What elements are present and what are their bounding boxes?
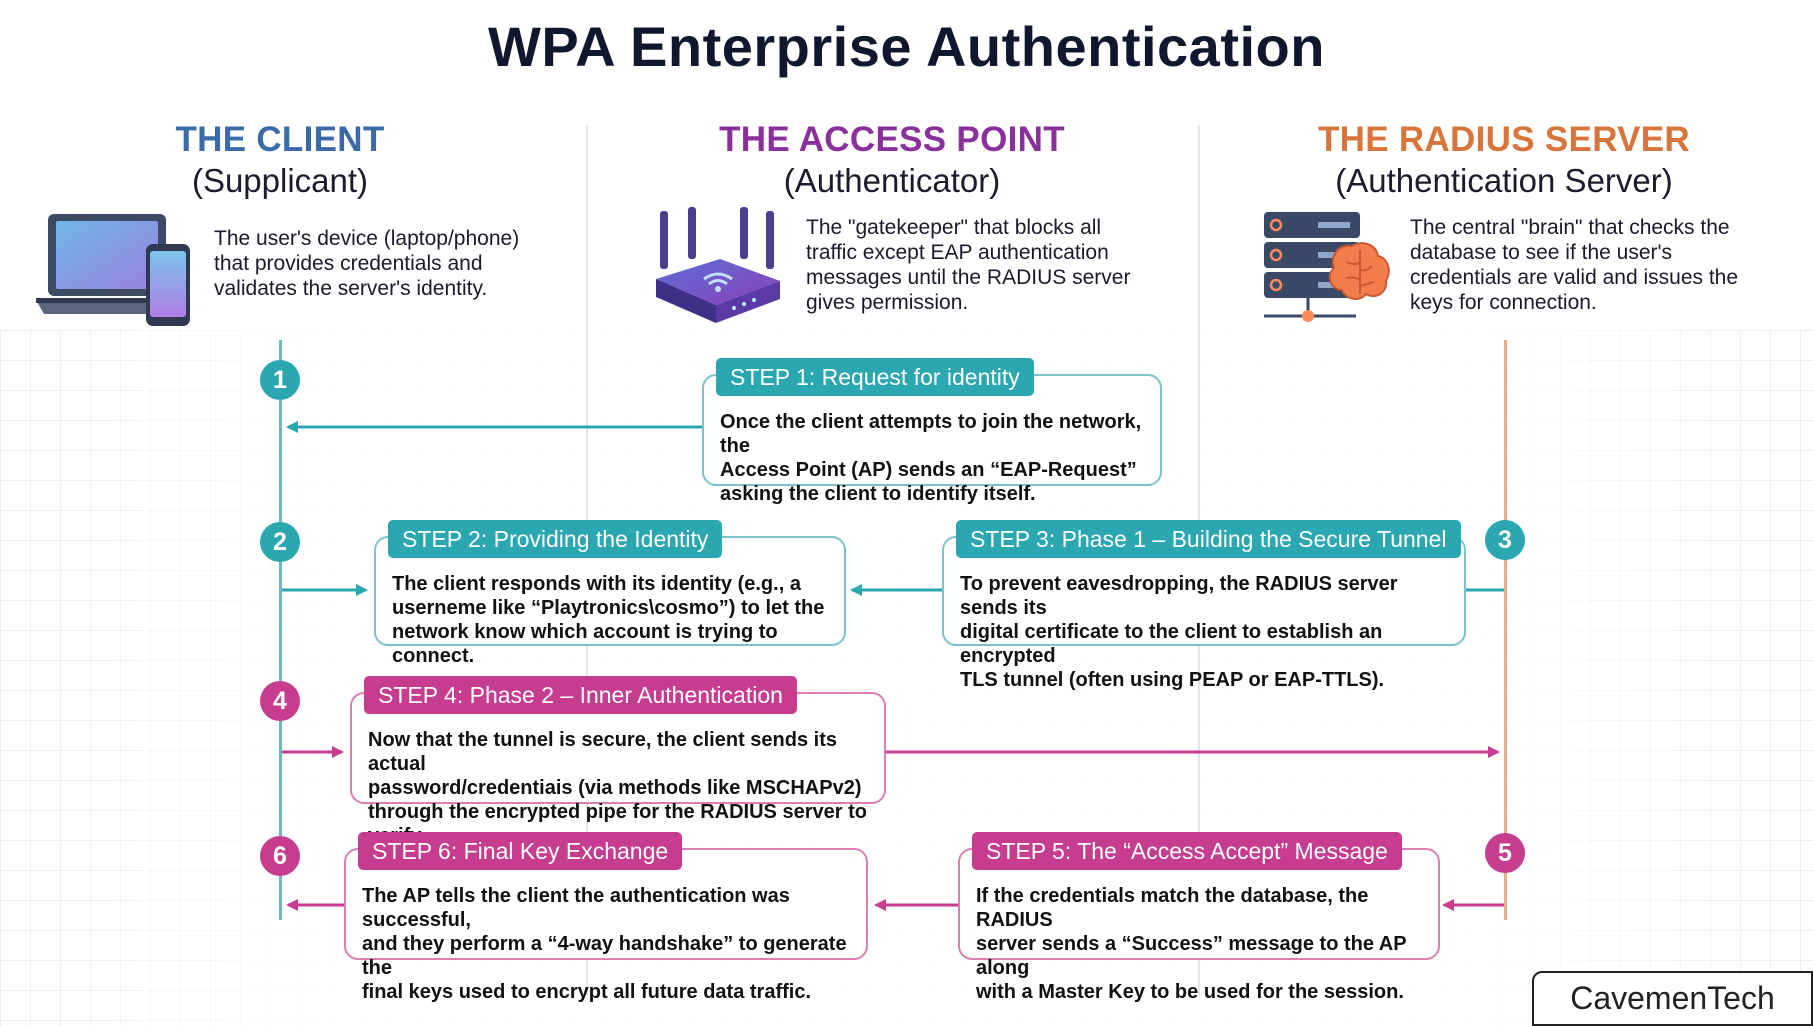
step6-text: The AP tells the client the authenticati… (362, 884, 854, 1004)
step-number-3: 3 (1485, 520, 1525, 560)
client-lane (279, 340, 282, 920)
ap-heading: THE ACCESS POINT (719, 120, 1065, 159)
step5-box: STEP 5: The “Access Accept” Message If t… (958, 832, 1440, 1003)
step3-text-line: TLS tunnel (often using PEAP or EAP-TTLS… (960, 669, 1385, 691)
client-description-line: that provides credentials and (214, 252, 483, 275)
step6-text-line: final keys used to encrypt all future da… (362, 981, 812, 1003)
step3-box: STEP 3: Phase 1 – Building the Secure Tu… (942, 520, 1466, 691)
client-description: The user's device (laptop/phone) that pr… (214, 226, 519, 301)
step5-text-line: If the credentials match the database, t… (976, 885, 1369, 931)
ap-description-line: messages until the RADIUS server (806, 266, 1131, 289)
ap-description: The "gatekeeper" that blocks all traffic… (806, 215, 1130, 315)
step3-text-line: To prevent eavesdropping, the RADIUS ser… (960, 573, 1398, 619)
step5-label: STEP 5: The “Access Accept” Message (972, 832, 1402, 870)
step4-label: STEP 4: Phase 2 – Inner Authentication (364, 676, 797, 714)
step1-text-line: Access Point (AP) sends an “EAP-Request” (720, 459, 1137, 481)
radius-description-line: keys for connection. (1410, 291, 1597, 314)
ap-description-line: traffic except EAP authentication (806, 241, 1109, 264)
step1-box: STEP 1: Request for identity Once the cl… (702, 358, 1162, 505)
step2-text-line: userneme like “Playtronics\cosmo”) to le… (392, 597, 825, 619)
page-title: WPA Enterprise Authentication (488, 15, 1325, 78)
step1-text-line: asking the client to identify itself. (720, 483, 1036, 505)
step4-box: STEP 4: Phase 2 – Inner Authentication N… (350, 676, 886, 847)
ap-column-header: THE ACCESS POINT (Authenticator) (632, 120, 1152, 200)
radius-description-line: credentials are valid and issues the (1410, 266, 1739, 289)
step6-label: STEP 6: Final Key Exchange (358, 832, 683, 870)
step3-text-line: digital certificate to the client to est… (960, 621, 1383, 667)
step6-text-line: and they perform a “4-way handshake” to … (362, 933, 847, 979)
step-number-6: 6 (260, 836, 300, 876)
step6-text-line: The AP tells the client the authenticati… (362, 885, 790, 931)
step-number-4: 4 (260, 681, 300, 721)
step2-text: The client responds with its identity (e… (392, 572, 832, 668)
step5-text-line: with a Master Key to be used for the ses… (976, 981, 1404, 1003)
step3-text: To prevent eavesdropping, the RADIUS ser… (960, 572, 1452, 692)
step4-text: Now that the tunnel is secure, the clien… (368, 728, 872, 848)
laptop-phone-icon (36, 214, 190, 326)
wifi-router-icon (656, 207, 780, 323)
step3-label: STEP 3: Phase 1 – Building the Secure Tu… (956, 520, 1461, 558)
step-number-5: 5 (1485, 833, 1525, 873)
step2-box: STEP 2: Providing the Identity The clien… (374, 520, 846, 667)
client-heading: THE CLIENT (175, 120, 385, 159)
radius-lane (1504, 340, 1507, 920)
client-description-line: validates the server's identity. (214, 277, 488, 300)
step4-text-line: Now that the tunnel is secure, the clien… (368, 729, 837, 775)
step2-text-line: The client responds with its identity (e… (392, 573, 801, 595)
client-column-header: THE CLIENT (Supplicant) (20, 120, 540, 200)
radius-subheading: (Authentication Server) (1335, 162, 1673, 199)
ap-description-line: gives permission. (806, 291, 969, 314)
step1-text: Once the client attempts to join the net… (720, 410, 1148, 506)
radius-heading: THE RADIUS SERVER (1317, 120, 1691, 159)
ap-description-line: The "gatekeeper" that blocks all (806, 216, 1102, 239)
radius-description: The central "brain" that checks the data… (1410, 215, 1738, 315)
step5-text: If the credentials match the database, t… (976, 884, 1426, 1004)
step2-label: STEP 2: Providing the Identity (388, 520, 723, 558)
client-subheading: (Supplicant) (191, 162, 369, 199)
step2-text-line: network know which account is trying to … (392, 621, 778, 667)
client-description-line: The user's device (laptop/phone) (214, 227, 520, 250)
server-brain-icon (1264, 212, 1390, 322)
step-number-1: 1 (260, 360, 300, 400)
step5-text-line: server sends a “Success” message to the … (976, 933, 1407, 979)
watermark-badge: CavemenTech (1532, 971, 1813, 1026)
ap-subheading: (Authenticator) (783, 162, 1001, 199)
radius-description-line: The central "brain" that checks the (1410, 216, 1730, 239)
radius-description-line: database to see if the user's (1410, 241, 1673, 264)
step1-label: STEP 1: Request for identity (716, 358, 1034, 396)
step4-text-line: password/credentiais (via methods like M… (368, 777, 862, 799)
radius-column-header: THE RADIUS SERVER (Authentication Server… (1244, 120, 1764, 200)
step6-box: STEP 6: Final Key Exchange The AP tells … (344, 832, 868, 1003)
step1-text-line: Once the client attempts to join the net… (720, 411, 1142, 457)
step-number-2: 2 (260, 522, 300, 562)
